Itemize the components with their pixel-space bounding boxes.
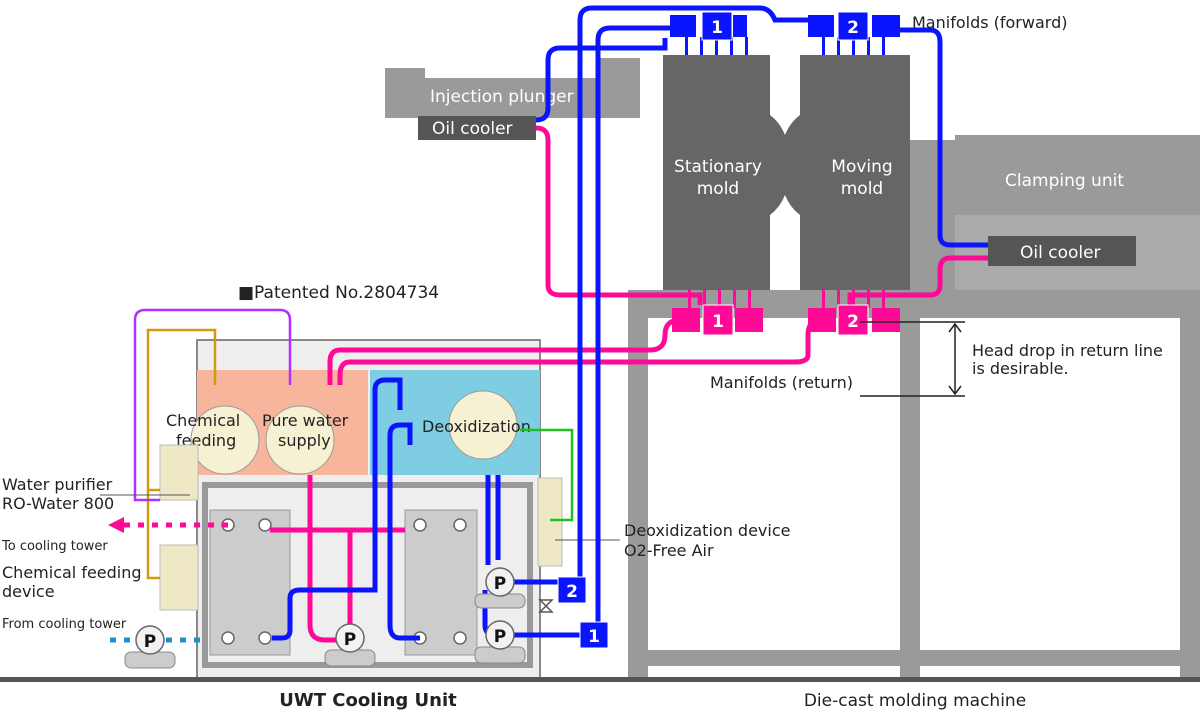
chemical-feeding-device-label-1: Chemical feeding	[2, 563, 142, 582]
heat-exchanger-left	[209, 509, 291, 656]
water-purifier-label-1: Water purifier	[2, 475, 113, 494]
pump-supply-1: P	[474, 620, 526, 664]
manifold-return-2	[837, 304, 869, 336]
uwt-cooling-unit-label: UWT Cooling Unit	[279, 690, 457, 711]
to-cooling-tower-label: To cooling tower	[1, 539, 108, 554]
water-purifier-label-2: RO-Water 800	[2, 494, 114, 513]
chemical-feeding-label-1: Chemical	[166, 411, 240, 430]
heat-exchanger-right	[404, 509, 478, 656]
water-purifier-device	[159, 444, 199, 501]
heat-exchanger-ports	[221, 518, 467, 645]
supply-tag-1-label: 1	[588, 627, 600, 647]
patent-label: ■Patented No.2804734	[238, 283, 439, 303]
valve-icon	[538, 599, 554, 613]
stationary-mold-label-1: Stationary	[674, 157, 762, 177]
pump-label: P	[144, 632, 156, 652]
chemical-line-lower	[146, 490, 160, 580]
manifolds-return	[672, 290, 900, 332]
manifold-return-2-label: 2	[847, 312, 859, 332]
head-drop-label-2: is desirable.	[972, 359, 1069, 378]
manifold-return-1	[702, 304, 734, 336]
pump-label: P	[344, 630, 356, 650]
oil-cooler-left	[418, 116, 536, 140]
deoxidization-device-label-2: O2-Free Air	[624, 541, 714, 560]
head-drop-arrow	[860, 321, 965, 397]
pump-label: P	[494, 574, 506, 594]
pure-water-tank	[265, 405, 335, 475]
supply-tag-2	[557, 576, 587, 604]
pure-water-label-2: supply	[278, 431, 331, 450]
oil-cooler-right-label: Oil cooler	[1020, 243, 1101, 263]
die-cast-machine-label: Die-cast molding machine	[804, 691, 1026, 711]
manifold-forward-2-label: 2	[847, 18, 859, 38]
stationary-mold	[663, 55, 790, 290]
deoxidization-label: Deoxidization	[422, 417, 531, 436]
chemical-feeding-tank	[190, 405, 260, 475]
deoxidization-device-label-1: Deoxidization device	[624, 521, 790, 540]
head-drop-label-1: Head drop in return line	[972, 341, 1163, 360]
manifolds-return-label: Manifolds (return)	[710, 373, 853, 392]
pump-return: P	[324, 623, 376, 667]
manifold-return-1-label: 1	[712, 312, 724, 332]
stationary-mold-label-2: mold	[697, 179, 739, 199]
chemical-feeding-device	[159, 544, 199, 611]
chemical-feeding-device-label-2: device	[2, 582, 55, 601]
pump-cooling-tower: P	[124, 625, 176, 669]
oil-cooler-right	[988, 236, 1136, 266]
oil-cooler-left-label: Oil cooler	[432, 119, 513, 139]
chemical-line	[146, 328, 217, 492]
clamping-unit-label: Clamping unit	[1005, 171, 1124, 191]
moving-mold	[780, 55, 910, 290]
manifolds-forward-label: Manifolds (forward)	[912, 13, 1067, 32]
moving-mold-label-1: Moving	[831, 157, 892, 177]
supply-tag-1	[579, 621, 609, 649]
ground-line	[0, 677, 1200, 682]
manifold-forward-1-label: 1	[711, 18, 723, 38]
moving-mold-label-2: mold	[841, 179, 883, 199]
from-cooling-tower-label: From cooling tower	[2, 617, 127, 632]
injection-plunger	[385, 58, 640, 118]
deoxidization-vessel	[448, 390, 518, 460]
pump-supply-2: P	[474, 567, 526, 609]
manifold-forward-1	[701, 11, 733, 41]
pure-water-label-1: Pure water	[262, 411, 349, 430]
injection-plunger-label: Injection plunger	[430, 87, 574, 107]
supply-lines	[110, 5, 988, 643]
manifolds-forward	[670, 15, 900, 55]
supply-tag-2-label: 2	[566, 582, 578, 602]
air-line	[520, 428, 574, 522]
deoxidization-device	[537, 477, 563, 567]
manifold-forward-2	[837, 11, 869, 41]
pure-water-line	[133, 308, 292, 502]
pump-label: P	[494, 627, 506, 647]
